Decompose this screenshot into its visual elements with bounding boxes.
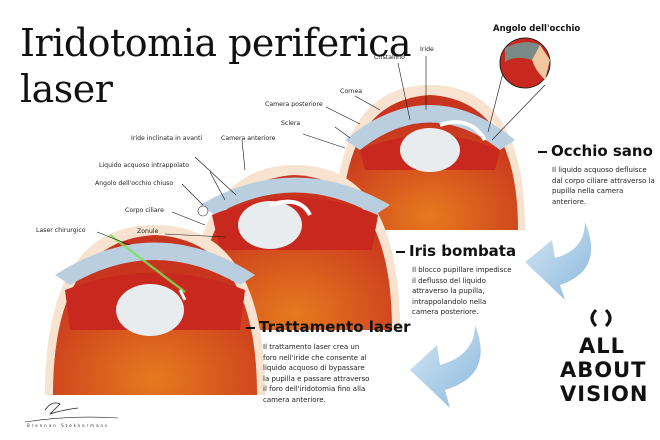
label-camera-posteriore: Camera posteriore bbox=[265, 101, 323, 108]
laser-treatment-eye-illustration bbox=[45, 225, 265, 395]
section-text-occhio-sano: Il liquido acquoso defluisce dal corpo c… bbox=[552, 166, 655, 206]
leader-lines bbox=[96, 56, 427, 246]
page-title-line1: Iridotomia periferica bbox=[20, 21, 412, 65]
label-liquido-intrappolato: Liquido acquoso intrappolato bbox=[99, 162, 189, 169]
label-iride-inclinata: Iride inclinata in avanti bbox=[131, 135, 203, 142]
label-angolo-chiuso: Angolo dell'occhio chiuso bbox=[95, 180, 174, 187]
label-laser-chirurgico: Laser chirurgico bbox=[36, 227, 86, 234]
label-camera-anteriore: Camera anteriore bbox=[221, 135, 276, 142]
angle-title: Angolo dell'occhio bbox=[493, 24, 581, 34]
label-iride: Iride bbox=[420, 46, 434, 53]
section-heading-trattamento-laser: Trattamento laser bbox=[246, 318, 411, 336]
section-heading-occhio-sano: Occhio sano bbox=[538, 142, 653, 160]
logo-eye-icon bbox=[590, 308, 612, 328]
page-title-line2: laser bbox=[20, 67, 113, 111]
label-sclera: Sclera bbox=[281, 120, 301, 127]
healthy-eye-illustration bbox=[335, 85, 525, 230]
arrow-bombe-to-laser bbox=[410, 325, 481, 408]
label-zonule: Zonule bbox=[137, 228, 159, 235]
arrow-healthy-to-bombe bbox=[525, 222, 592, 300]
logo-line1: ALL bbox=[578, 334, 625, 358]
label-cornea: Cornea bbox=[340, 88, 363, 95]
signature-mark bbox=[24, 402, 119, 423]
logo-line3: VISION bbox=[560, 382, 649, 406]
section-text-trattamento-laser: Il trattamento laser crea un foro nell'i… bbox=[263, 343, 370, 404]
angle-magnifier bbox=[487, 37, 551, 141]
section-heading-iris-bombata: Iris bombata bbox=[396, 242, 516, 260]
laser-beam bbox=[109, 234, 186, 293]
label-cristallino: Cristallino bbox=[374, 54, 405, 61]
signature-text: Brennan Stokkermans bbox=[27, 423, 110, 428]
logo-line2: ABOUT bbox=[560, 358, 647, 382]
label-corpo-ciliare: Corpo ciliare bbox=[125, 207, 164, 214]
section-text-iris-bombata: Il blocco pupillare impedisce il defluss… bbox=[412, 266, 512, 316]
all-about-vision-logo: ALL ABOUT VISION bbox=[560, 334, 649, 406]
